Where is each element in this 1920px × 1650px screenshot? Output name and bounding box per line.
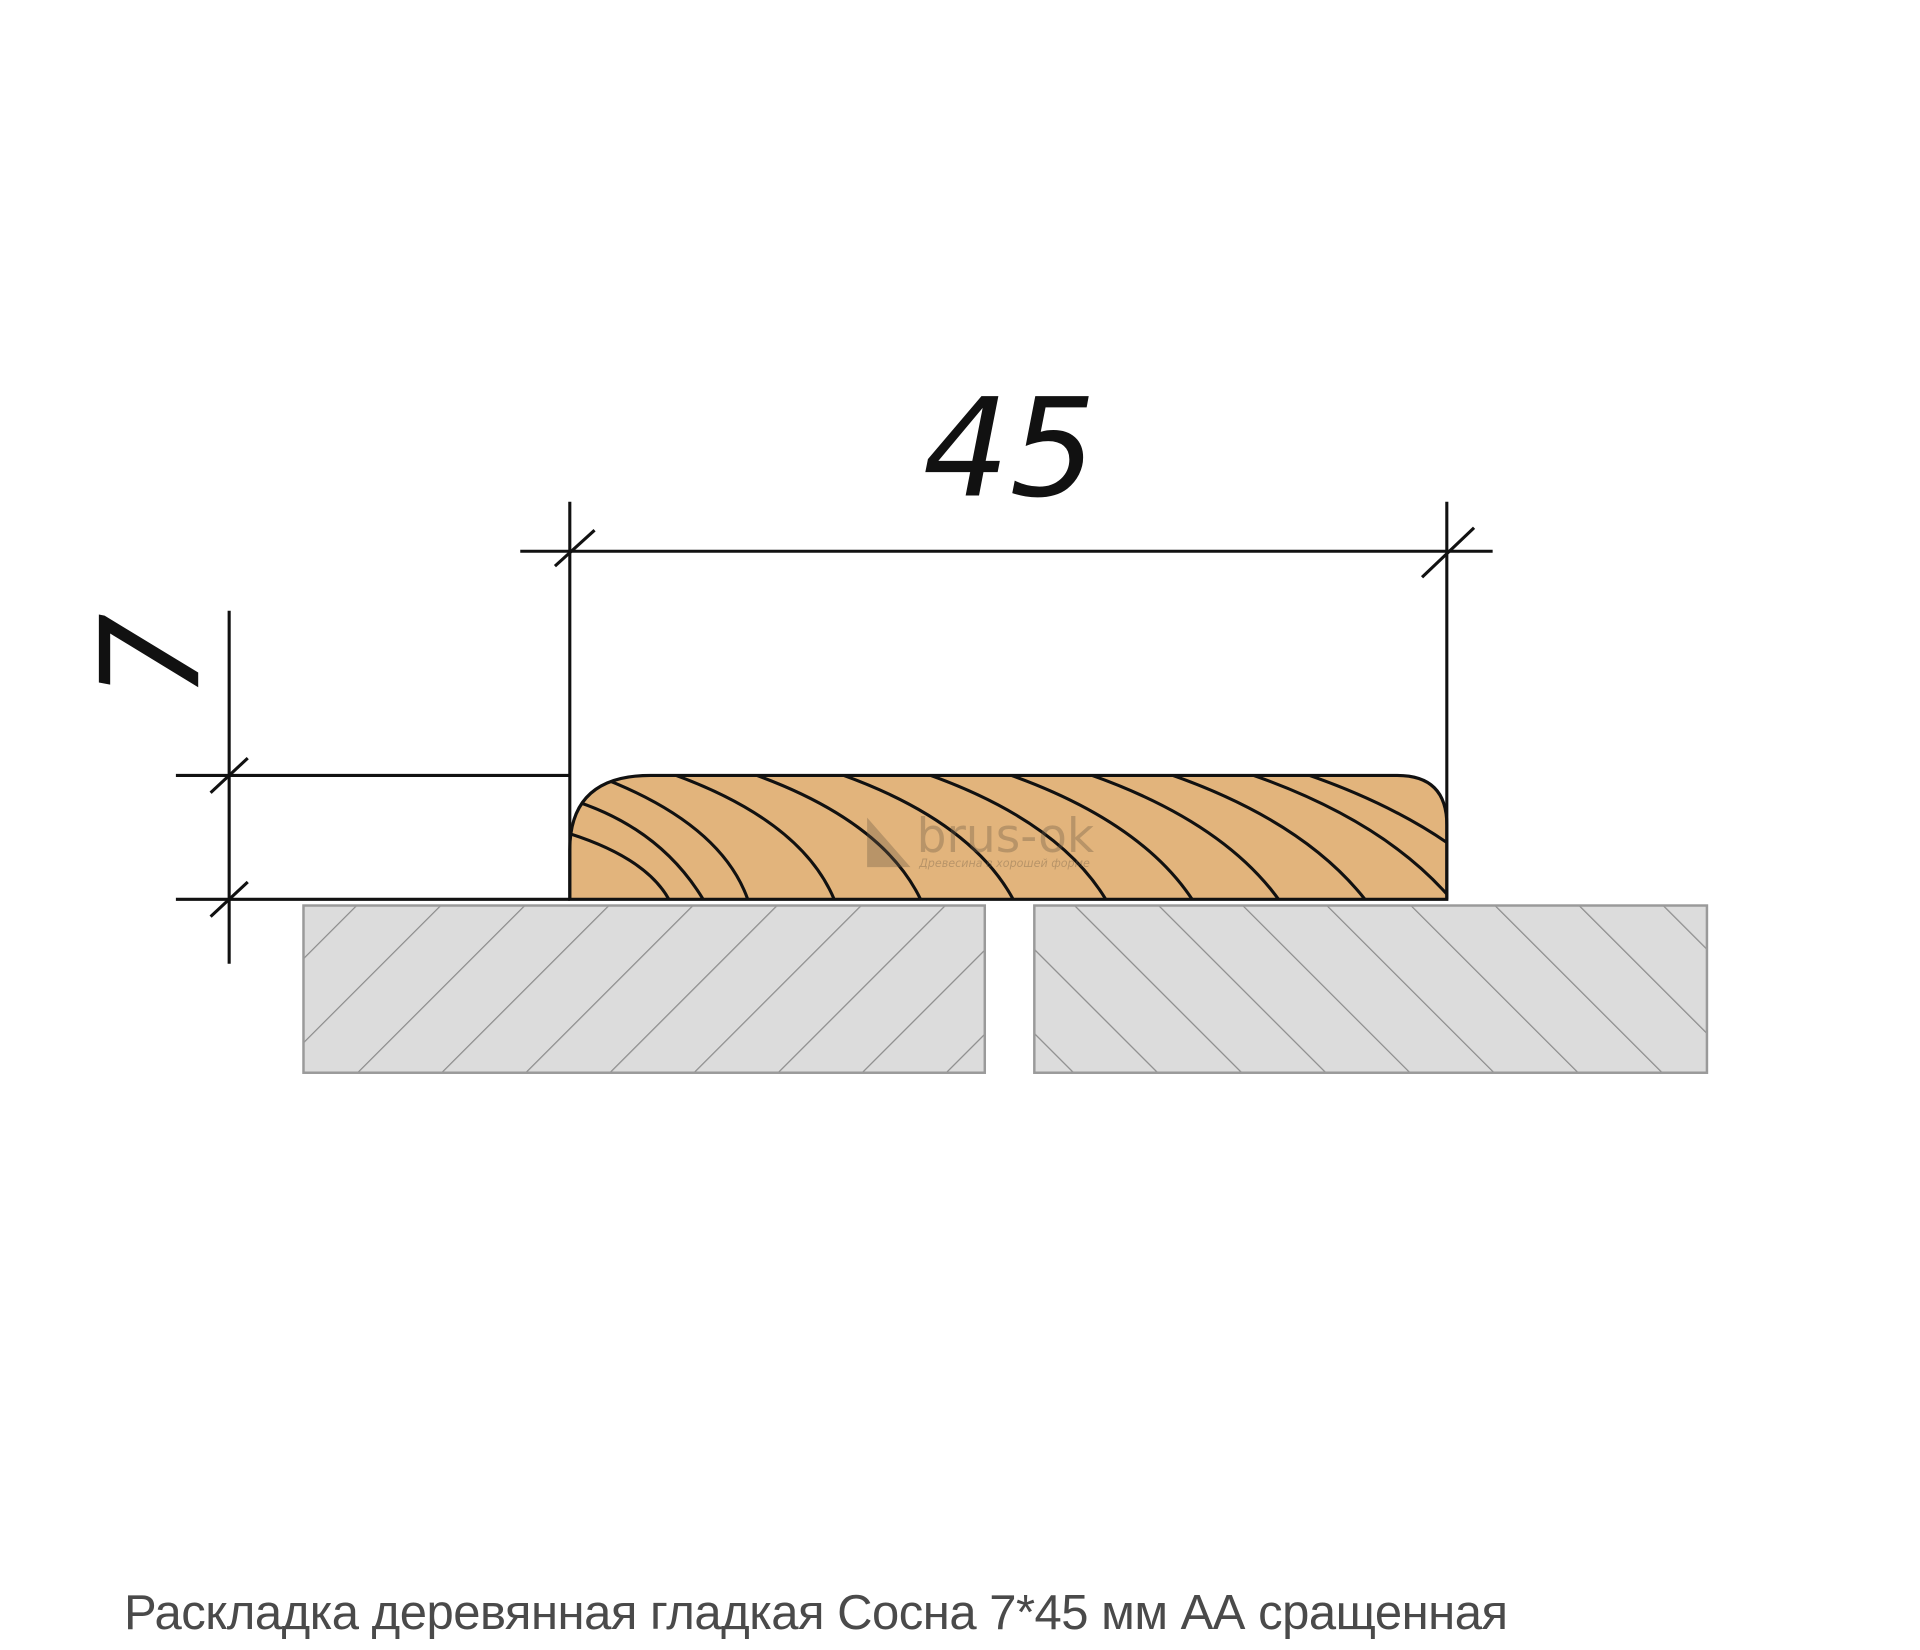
svg-text:brus-ok: brus-ok [917,809,1095,864]
product-caption: Раскладка деревянная гладкая Сосна 7*45 … [124,1586,1508,1640]
width-label: 45 [923,371,1096,529]
wood-grain-line [569,775,751,900]
height-label: 7 [73,613,231,700]
wood-profile: brus-ok Древесина в хорошей форме [568,773,1449,901]
svg-text:Древесина в хорошей форме: Древесина в хорошей форме [918,857,1090,870]
watermark-logo: brus-ok Древесина в хорошей форме [867,809,1095,870]
dimension-height [175,610,570,964]
wood-grain-line [693,775,925,900]
wood-grain-line [779,775,1018,900]
wood-grain-line [569,828,671,900]
wood-grain-line [612,775,838,900]
dimension-width [520,501,1493,900]
wood-grain-line [1188,775,1447,900]
wood-grain-line [947,775,1197,900]
floor-board-left [302,904,987,1074]
wood-grain-line [1108,775,1371,900]
wood-grain-line [866,775,1110,900]
floor-board-right [1033,904,1709,1074]
wood-grain-line [1244,775,1447,900]
wood-grain-line [1027,775,1284,900]
